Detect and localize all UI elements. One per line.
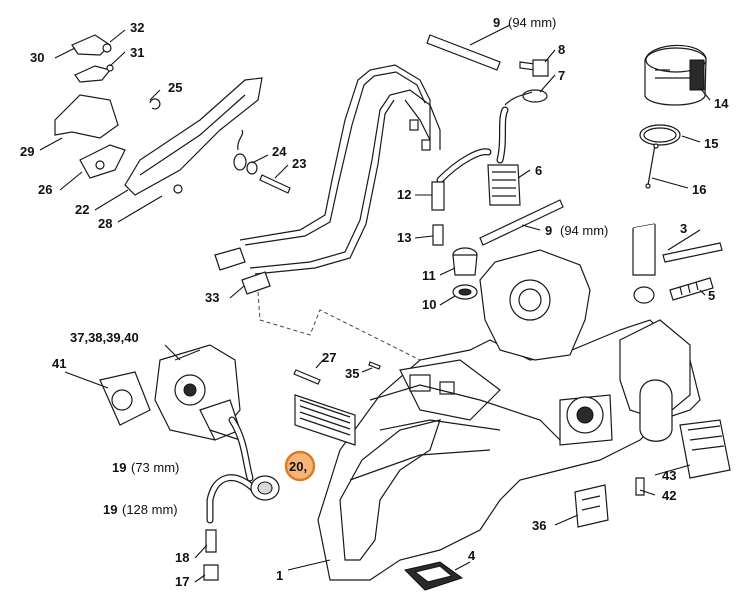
wiring-harness: [214, 64, 441, 361]
tank-cap-parts: [639, 44, 707, 189]
carburetor: [99, 344, 241, 441]
label-37-40: 37,38,39,40: [70, 330, 139, 345]
label-5: 5: [708, 288, 715, 303]
part-labels: 32 30 31 25 29 26 22 28 24 23 9 (94 mm) …: [20, 15, 729, 589]
pin-assembly: [233, 129, 291, 194]
label-32: 32: [130, 20, 144, 35]
label-19-b-note: (128 mm): [122, 502, 178, 517]
label-19-a: 19: [112, 460, 126, 475]
label-14: 14: [714, 96, 729, 111]
label-11: 11: [422, 268, 436, 283]
label-18: 18: [175, 550, 189, 565]
leader-lines: [39, 24, 711, 583]
label-6: 6: [535, 163, 542, 178]
fuel-hoses: [206, 416, 280, 524]
label-36: 36: [532, 518, 546, 533]
label-16: 16: [692, 182, 706, 197]
label-27: 27: [322, 350, 336, 365]
label-22: 22: [75, 202, 89, 217]
label-12: 12: [397, 187, 411, 202]
filter-cover: [574, 419, 731, 528]
label-7: 7: [558, 68, 565, 83]
label-31: 31: [130, 45, 144, 60]
label-19-a-note: (73 mm): [131, 460, 179, 475]
label-13: 13: [397, 230, 411, 245]
av-springs: [632, 223, 723, 304]
label-24: 24: [272, 144, 287, 159]
label-23: 23: [292, 156, 306, 171]
label-19-b: 19: [103, 502, 117, 517]
label-20: 20,: [289, 459, 307, 474]
label-41: 41: [52, 356, 66, 371]
label-30: 30: [30, 50, 44, 65]
label-9-mid-note: (94 mm): [560, 223, 608, 238]
label-15: 15: [704, 136, 718, 151]
label-9-top: 9: [493, 15, 500, 30]
label-8: 8: [558, 42, 565, 57]
grille-plate: [294, 394, 356, 446]
label-43: 43: [662, 468, 676, 483]
label-10: 10: [422, 297, 436, 312]
label-9-top-note: (94 mm): [508, 15, 556, 30]
label-3: 3: [680, 221, 687, 236]
label-33: 33: [205, 290, 219, 305]
label-42: 42: [662, 488, 676, 503]
label-35: 35: [345, 366, 359, 381]
housing: [317, 249, 701, 581]
label-4: 4: [468, 548, 476, 563]
fuel-pickup: [203, 529, 219, 581]
rear-handle-parts: [54, 34, 263, 196]
label-29: 29: [20, 144, 34, 159]
buffer-block: [404, 561, 464, 591]
label-1: 1: [276, 568, 283, 583]
label-17: 17: [175, 574, 189, 589]
label-26: 26: [38, 182, 52, 197]
label-9-mid: 9: [545, 223, 552, 238]
highlight-marker-20[interactable]: [284, 450, 316, 482]
small-pins: [293, 361, 381, 385]
label-25: 25: [168, 80, 182, 95]
label-28: 28: [98, 216, 112, 231]
fuel-system: [426, 34, 564, 300]
